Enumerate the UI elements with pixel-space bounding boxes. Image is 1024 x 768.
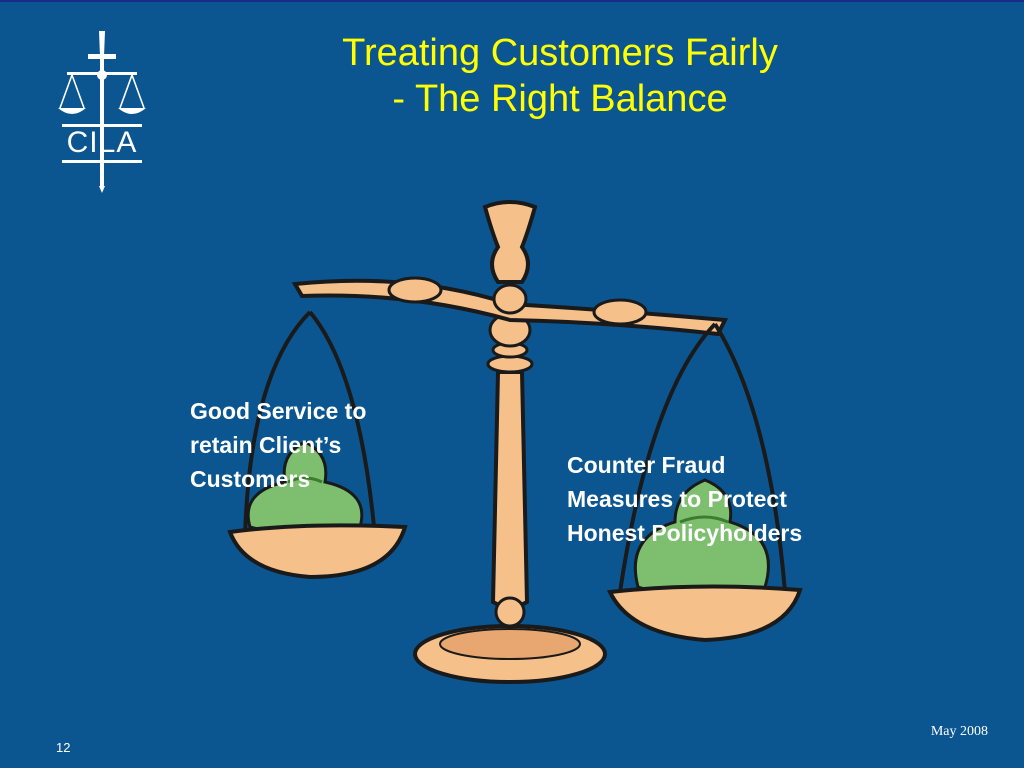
title-line-2: - The Right Balance [392, 78, 728, 120]
left-caption-line-2: retain Client’s [190, 432, 342, 458]
left-pan-caption: Good Service to retain Client’s Customer… [190, 394, 366, 496]
page-number: 12 [56, 740, 71, 755]
left-caption-line-3: Customers [190, 466, 311, 492]
cila-logo: CILA [52, 28, 152, 193]
right-caption-line-2: Measures to Protect [567, 486, 787, 512]
logo-text: CILA [66, 126, 138, 159]
balance-scale-icon [227, 200, 803, 684]
right-caption-line-1: Counter Fraud [567, 452, 726, 478]
title-line-1: Treating Customers Fairly [342, 32, 778, 74]
right-caption-line-3: Honest Policyholders [567, 520, 803, 546]
footer-date: May 2008 [930, 724, 988, 739]
cila-scales-logo-icon [58, 31, 146, 193]
money-bag-icon [633, 478, 770, 599]
money-bag-icon [246, 440, 364, 536]
right-pan-caption: Counter Fraud Measures to Protect Honest… [567, 448, 802, 550]
slide-title: Treating Customers Fairly - The Right Ba… [200, 30, 920, 122]
left-caption-line-1: Good Service to [190, 398, 367, 424]
